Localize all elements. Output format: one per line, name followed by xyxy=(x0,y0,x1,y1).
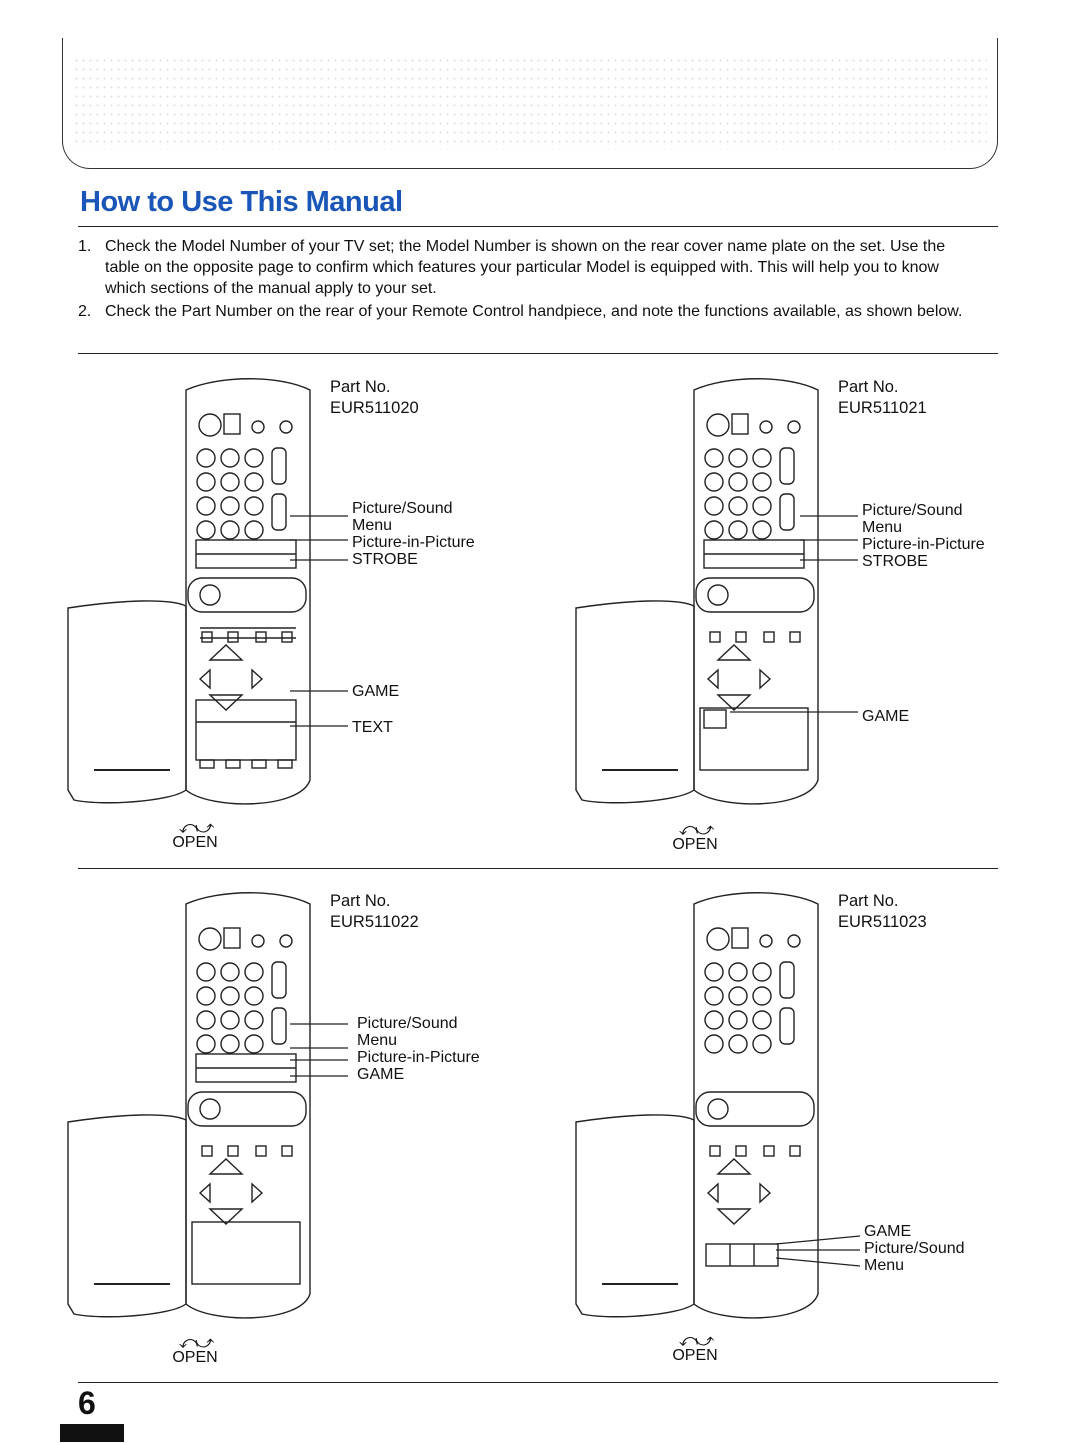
page-number: 6 xyxy=(78,1385,96,1421)
open-label: OPEN xyxy=(172,1349,218,1366)
part-number-block: Part No. EUR511021 xyxy=(838,377,927,419)
remote-drawing-eur511021 xyxy=(575,378,819,805)
step-1: 1. Check the Model Number of your TV set… xyxy=(78,236,983,299)
part-label: Part No. xyxy=(838,378,899,396)
part-number: EUR511020 xyxy=(330,399,419,417)
step-2-text: Check the Part Number on the rear of you… xyxy=(105,303,963,320)
part-number-block: Part No. EUR511020 xyxy=(330,377,419,419)
open-indicator: ⤺⤻ OPEN xyxy=(155,817,235,852)
label-game: GAME xyxy=(862,708,910,725)
leader-lines-eur511020 xyxy=(290,515,348,727)
label-picture-sound: Picture/Sound xyxy=(357,1015,458,1032)
step-1-text: Check the Model Number of your TV set; t… xyxy=(105,238,946,297)
label-menu: Menu xyxy=(862,519,903,536)
label-pip: Picture-in-Picture xyxy=(862,536,985,553)
section-rule-top xyxy=(78,353,998,354)
section-rule-middle xyxy=(78,868,998,869)
label-game: GAME xyxy=(352,683,400,700)
label-picture-sound: Picture/Sound xyxy=(352,500,453,517)
feature-labels: GAME Picture/Sound Menu xyxy=(864,1223,965,1274)
part-number: EUR511023 xyxy=(838,913,927,931)
label-picture-sound: Picture/Sound xyxy=(864,1240,965,1257)
curved-double-arrow-icon: ⤺⤻ xyxy=(178,817,214,837)
feature-labels: Picture/Sound Menu Picture-in-Picture ST… xyxy=(862,502,985,570)
section-rule-bottom xyxy=(78,1382,998,1383)
feature-labels: Picture/Sound Menu Picture-in-Picture GA… xyxy=(357,1015,480,1083)
curved-double-arrow-icon: ⤺⤻ xyxy=(178,1332,214,1352)
label-strobe: STROBE xyxy=(862,553,928,570)
label-menu: Menu xyxy=(864,1257,905,1274)
label-game: GAME xyxy=(357,1066,405,1083)
remote-drawing-eur511020 xyxy=(67,378,311,805)
step-2-number: 2. xyxy=(78,303,92,320)
step-1-number: 1. xyxy=(78,238,92,255)
open-indicator: ⤺⤻ OPEN xyxy=(655,819,735,854)
label-pip: Picture-in-Picture xyxy=(352,534,475,551)
remote-drawing-eur511022 xyxy=(67,892,311,1319)
label-picture-sound: Picture/Sound xyxy=(862,502,963,519)
remote-drawing-eur511023 xyxy=(575,892,819,1319)
open-indicator: ⤺⤻ OPEN xyxy=(655,1330,735,1365)
open-label: OPEN xyxy=(672,836,718,853)
open-label: OPEN xyxy=(172,834,218,851)
open-indicator: ⤺⤻ OPEN xyxy=(155,1332,235,1367)
part-label: Part No. xyxy=(838,892,899,910)
page-title: How to Use This Manual xyxy=(80,186,403,218)
header-decorative-box xyxy=(62,38,998,169)
leader-lines-eur511023 xyxy=(775,1235,861,1267)
part-number: EUR511022 xyxy=(330,913,419,931)
part-number-block: Part No. EUR511023 xyxy=(838,891,927,933)
curved-double-arrow-icon: ⤺⤻ xyxy=(678,819,714,839)
part-label: Part No. xyxy=(330,378,391,396)
open-label: OPEN xyxy=(672,1347,718,1364)
part-number: EUR511021 xyxy=(838,399,927,417)
part-label: Part No. xyxy=(330,892,391,910)
label-menu: Menu xyxy=(357,1032,398,1049)
label-text: TEXT xyxy=(352,719,393,736)
label-menu: Menu xyxy=(352,517,393,534)
label-game: GAME xyxy=(864,1223,912,1240)
label-strobe: STROBE xyxy=(352,551,418,568)
label-pip: Picture-in-Picture xyxy=(357,1049,480,1066)
leader-lines-eur511022 xyxy=(290,1023,348,1077)
title-rule xyxy=(78,226,998,227)
curved-double-arrow-icon: ⤺⤻ xyxy=(678,1330,714,1350)
page-tab-marker xyxy=(60,1424,124,1442)
part-number-block: Part No. EUR511022 xyxy=(330,891,419,933)
leader-lines-eur511021 xyxy=(730,515,858,713)
feature-labels: Picture/Sound Menu Picture-in-Picture ST… xyxy=(352,500,475,568)
step-2: 2. Check the Part Number on the rear of … xyxy=(78,301,983,322)
